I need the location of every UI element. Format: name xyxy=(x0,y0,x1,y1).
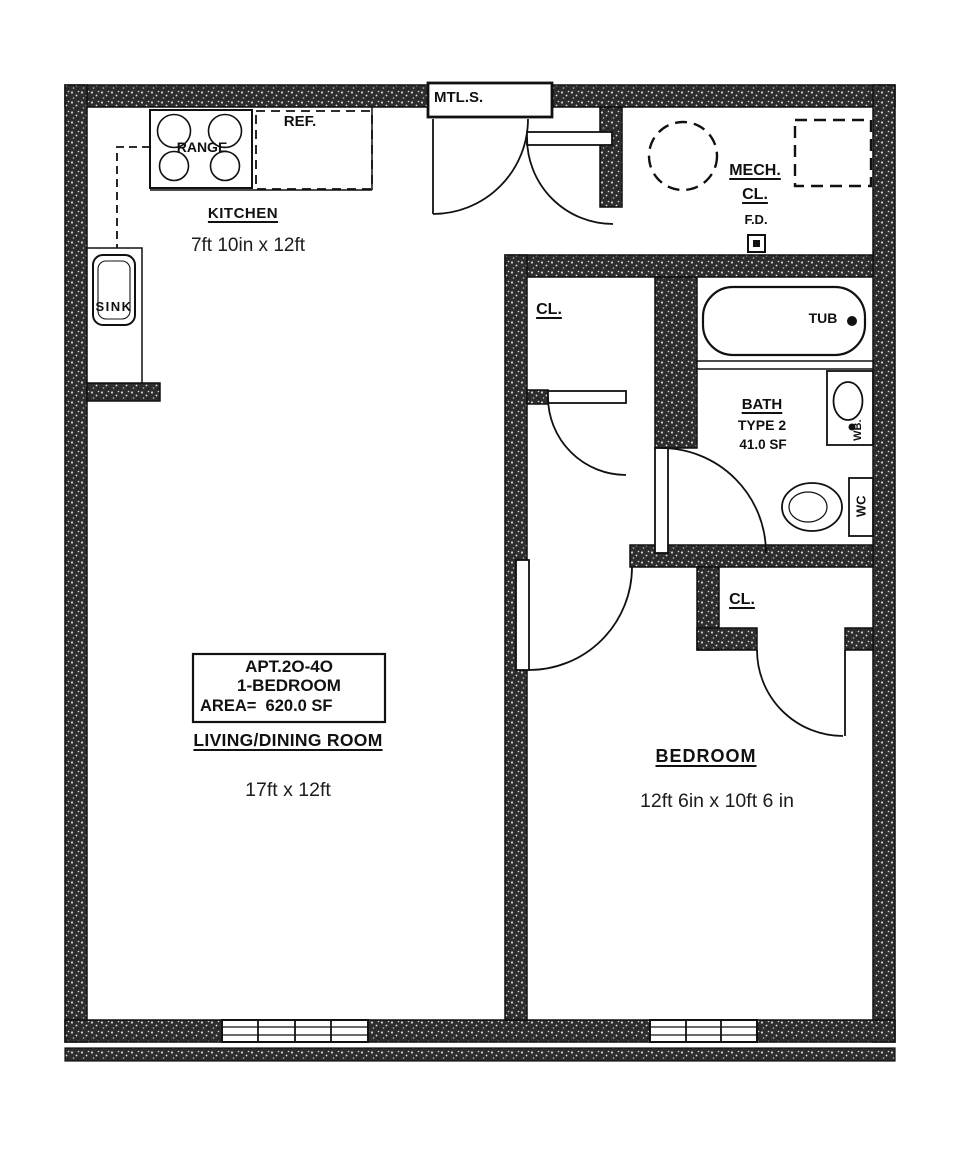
exterior-band xyxy=(64,1047,896,1062)
tub-label: TUB xyxy=(808,310,838,326)
floor-drain-label: F.D. xyxy=(744,212,768,227)
kitchen-dimensions: 7ft 10in x 12ft xyxy=(190,235,306,256)
apt-info-line1: APT.2O-4O xyxy=(245,657,333,676)
fridge-label: REF. xyxy=(283,113,317,130)
window-bedroom xyxy=(649,1019,758,1043)
mail-slot-box xyxy=(426,81,554,119)
apartment-info-box xyxy=(191,652,387,724)
entry-door-swing xyxy=(432,118,529,215)
sink-fixture xyxy=(86,247,143,384)
bath-title: BATH xyxy=(741,396,783,413)
outer-walls xyxy=(64,84,896,1043)
vestibule-door-swing xyxy=(526,131,614,225)
wash-basin-fixture xyxy=(826,370,874,446)
mech-equipment-outline xyxy=(793,118,873,188)
kitchen-title: KITCHEN xyxy=(207,205,279,222)
living-room-dimensions: 17ft x 12ft xyxy=(245,779,331,801)
range-label: RANGE xyxy=(176,139,228,155)
water-heater-outline xyxy=(647,120,719,192)
apt-info-line3: AREA= 620.0 SF xyxy=(200,697,333,715)
sink-label: SINK xyxy=(95,299,133,314)
tub-alcove-wall xyxy=(696,360,874,370)
bath-type: TYPE 2 xyxy=(737,417,787,433)
tub-fixture xyxy=(701,285,867,357)
mech-closet-label-line2: CL. xyxy=(742,186,768,203)
floor-drain-symbol xyxy=(747,234,766,253)
bedroom-title: BEDROOM xyxy=(655,746,757,766)
bedroom-closet-door-swing xyxy=(756,649,846,737)
water-closet-label: WC xyxy=(853,495,869,518)
mech-closet-label-line1: MECH. xyxy=(729,162,781,179)
mail-slot-label: MTL.S. xyxy=(434,89,484,106)
toilet-fixture xyxy=(781,477,874,537)
bedroom-dimensions: 12ft 6in x 10ft 6 in xyxy=(640,790,794,812)
living-room-title: LIVING/DINING ROOM xyxy=(193,730,383,750)
counter-lines xyxy=(116,107,373,248)
hall-closet-door-swing xyxy=(547,390,627,476)
bedroom-door-swing xyxy=(515,559,633,671)
range-fixture xyxy=(149,109,253,189)
bath-area: 41.0 SF xyxy=(739,437,787,452)
window-living xyxy=(221,1019,369,1043)
apt-info-line2: 1-BEDROOM xyxy=(237,676,341,695)
hall-closet-label: CL. xyxy=(536,301,562,318)
wash-basin-label: WB. xyxy=(851,419,864,441)
bath-door-swing xyxy=(654,447,767,554)
bedroom-closet-label: CL. xyxy=(729,591,755,608)
